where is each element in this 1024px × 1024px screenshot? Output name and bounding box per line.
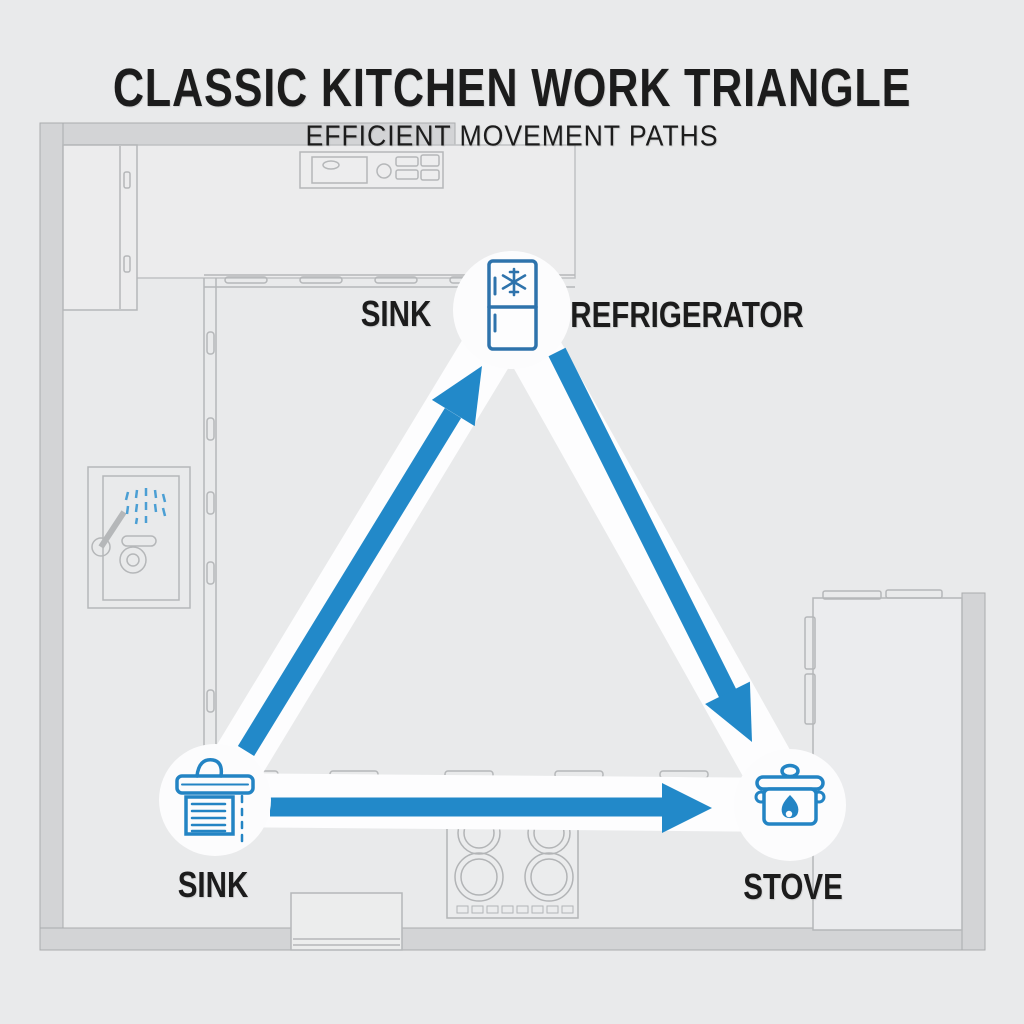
water-drops bbox=[231, 794, 244, 843]
arrowhead-to-stove-horizontal bbox=[662, 783, 712, 833]
water-spray bbox=[124, 488, 167, 525]
right-counter bbox=[804, 589, 963, 931]
label-sink-top: SINK bbox=[360, 293, 432, 334]
path-sink-to-refrigerator bbox=[237, 408, 462, 756]
diagram-subtitle: EFFICIENT MOVEMENT PATHS bbox=[305, 120, 719, 153]
left-cabinet-run bbox=[203, 278, 217, 779]
arrowhead-to-stove-diagonal bbox=[705, 681, 752, 742]
stove-pot-icon bbox=[754, 763, 826, 826]
wall-sink-outline bbox=[87, 466, 191, 609]
label-stove: STOVE bbox=[743, 866, 843, 907]
left-tall-cabinet bbox=[62, 144, 138, 311]
appliance-panel bbox=[299, 151, 444, 189]
diagram-title: CLASSIC KITCHEN WORK TRIANGLE bbox=[112, 58, 912, 118]
walls bbox=[39, 122, 986, 951]
snowflake-glyph bbox=[501, 267, 527, 297]
under-counter-cabinet bbox=[290, 892, 403, 951]
right-wall bbox=[961, 592, 986, 951]
left-wall bbox=[39, 122, 64, 951]
label-sink: SINK bbox=[177, 864, 249, 905]
arrowhead-to-refrigerator bbox=[431, 366, 482, 427]
cooktop-outline bbox=[446, 811, 579, 919]
sink-icon bbox=[175, 758, 255, 843]
cooktop-vent-grille bbox=[456, 905, 574, 914]
path-refrigerator-to-stove bbox=[548, 347, 737, 699]
refrigerator-icon bbox=[487, 259, 538, 351]
floor-plan-background bbox=[39, 122, 986, 951]
bottom-wall bbox=[39, 927, 986, 951]
flame-glyph bbox=[781, 795, 799, 819]
label-refrigerator: REFRIGERATOR bbox=[570, 294, 804, 335]
work-triangle bbox=[191, 296, 814, 833]
